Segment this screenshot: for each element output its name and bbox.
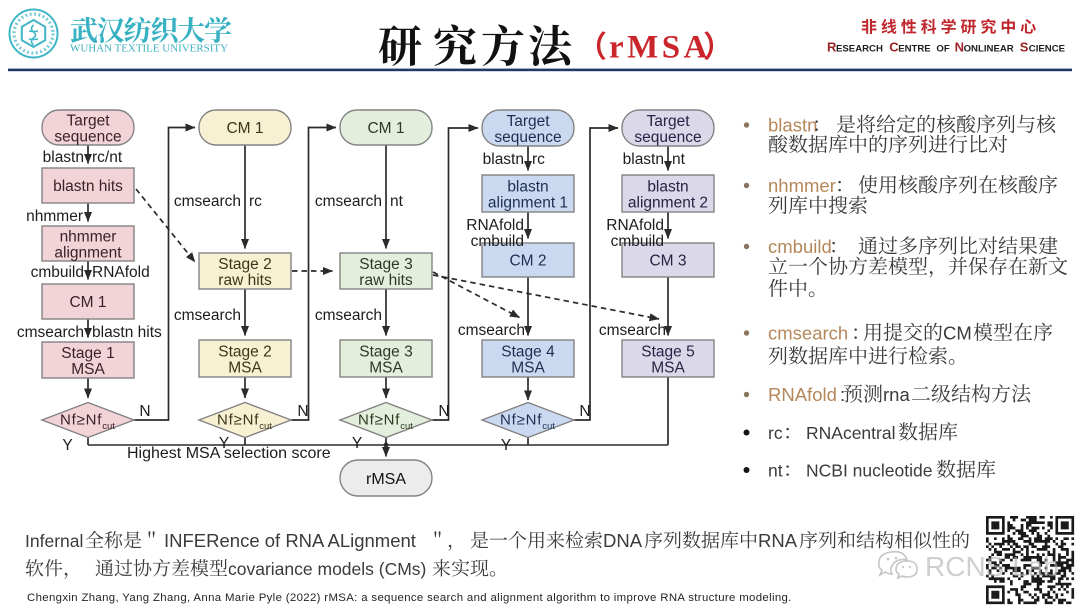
svg-text:Target: Target	[646, 113, 690, 130]
svg-text:Target: Target	[506, 113, 550, 130]
svg-text:RNAfold: RNAfold	[92, 264, 150, 281]
svg-text:sequence: sequence	[494, 129, 561, 146]
svg-text:nt: nt	[390, 193, 404, 210]
svg-text:CM 2: CM 2	[509, 253, 546, 270]
svg-text:blastn: blastn	[623, 151, 664, 168]
svg-text:MSA: MSA	[511, 360, 545, 377]
svg-text:Highest MSA selection score: Highest MSA selection score	[127, 445, 331, 462]
svg-text:N: N	[139, 403, 150, 420]
svg-text:CM 1: CM 1	[367, 120, 404, 137]
svg-text:CM 1: CM 1	[69, 294, 106, 311]
svg-text:raw hits: raw hits	[359, 272, 413, 289]
svg-text:rc: rc	[249, 193, 262, 210]
svg-text:RCNS Lab: RCNS Lab	[925, 551, 1059, 582]
svg-text:NCBI nucleotide: NCBI nucleotide	[806, 461, 932, 481]
svg-text:nhmmer: nhmmer	[768, 175, 836, 196]
svg-text:cmsearch: cmsearch	[599, 322, 666, 339]
svg-text:RNAcentral: RNAcentral	[806, 423, 895, 443]
svg-text:cmsearch: cmsearch	[174, 193, 241, 210]
svg-text:MSA: MSA	[71, 361, 105, 378]
svg-text:MSA: MSA	[651, 360, 685, 377]
svg-text:CM 3: CM 3	[649, 253, 686, 270]
svg-text:ENTRE: ENTRE	[898, 44, 931, 55]
svg-text:Y: Y	[62, 437, 72, 454]
svg-text:cmsearch: cmsearch	[174, 307, 241, 324]
svg-text:raw hits: raw hits	[218, 272, 272, 289]
svg-text:ONLINEAR: ONLINEAR	[964, 44, 1014, 55]
svg-text:RNAfold: RNAfold	[768, 384, 837, 405]
svg-text:MSA: MSA	[228, 360, 262, 377]
svg-text:Nf≥Nfcut: Nf≥Nfcut	[217, 412, 272, 433]
svg-text:nt: nt	[768, 461, 783, 481]
svg-text:ESEARCH: ESEARCH	[836, 44, 883, 55]
svg-text:Stage 2: Stage 2	[218, 344, 271, 361]
svg-text:N: N	[438, 403, 449, 420]
svg-text:rc: rc	[768, 423, 783, 443]
svg-text:Stage 3: Stage 3	[359, 344, 412, 361]
svg-text:Nf≥Nfcut: Nf≥Nfcut	[500, 412, 555, 433]
svg-text:Stage 4: Stage 4	[501, 344, 555, 361]
svg-text:MSA: MSA	[369, 360, 403, 377]
svg-text:blastn: blastn	[43, 149, 84, 166]
svg-text:Y: Y	[352, 435, 362, 452]
svg-text:RNAfold: RNAfold	[466, 217, 524, 234]
svg-text:cmsearch: cmsearch	[768, 323, 848, 344]
svg-text:C: C	[889, 40, 899, 55]
svg-text:Stage 2: Stage 2	[218, 256, 271, 273]
svg-text:covariance models (CMs): covariance models (CMs)	[228, 559, 426, 579]
svg-text:Target: Target	[66, 113, 110, 130]
svg-text:RNA: RNA	[758, 530, 798, 551]
svg-text:nt: nt	[672, 151, 686, 168]
svg-text:N: N	[297, 403, 308, 420]
svg-text:Nf≥Nfcut: Nf≥Nfcut	[358, 412, 413, 433]
svg-text:Stage 1: Stage 1	[61, 345, 114, 362]
svg-text:rMSA: rMSA	[609, 30, 711, 66]
svg-text:Nf≥Nfcut: Nf≥Nfcut	[60, 412, 115, 433]
svg-text::: :	[840, 384, 845, 405]
svg-text:N: N	[955, 40, 964, 55]
svg-text:OF: OF	[936, 44, 949, 55]
svg-text:alignment 2: alignment 2	[628, 195, 708, 212]
svg-text:CIENCE: CIENCE	[1029, 44, 1066, 55]
svg-text:CM 1: CM 1	[226, 120, 263, 137]
svg-text:cmsearch: cmsearch	[17, 324, 84, 341]
svg-text:Chengxin Zhang, Yang Zhang, An: Chengxin Zhang, Yang Zhang, Anna Marie P…	[27, 592, 792, 604]
svg-text:cmbuild: cmbuild	[31, 264, 84, 281]
svg-text:rMSA: rMSA	[366, 471, 406, 488]
svg-text:rna: rna	[883, 384, 910, 405]
svg-text:Y: Y	[219, 435, 229, 452]
svg-text:S: S	[1020, 40, 1029, 55]
svg-text:cmbuild: cmbuild	[471, 233, 524, 250]
svg-text:Y: Y	[501, 437, 511, 454]
svg-text:cmsearch: cmsearch	[315, 307, 382, 324]
svg-text:N: N	[579, 403, 590, 420]
svg-text:cmsearch: cmsearch	[458, 322, 525, 339]
svg-text:blastn: blastn	[483, 151, 524, 168]
svg-text:cmbuild: cmbuild	[611, 233, 664, 250]
svg-text:sequence: sequence	[54, 129, 121, 146]
svg-text:sequence: sequence	[634, 129, 701, 146]
svg-text:cmbuild: cmbuild	[768, 236, 832, 257]
svg-text:Stage 3: Stage 3	[359, 256, 412, 273]
svg-text:blastn: blastn	[768, 115, 817, 136]
svg-text:cmsearch: cmsearch	[315, 193, 382, 210]
svg-text:blastn hits: blastn hits	[53, 178, 123, 195]
svg-text:Infernal: Infernal	[25, 531, 83, 551]
svg-text:blastn: blastn	[507, 179, 548, 196]
svg-text:RNAfold: RNAfold	[606, 217, 664, 234]
svg-text:R: R	[827, 40, 837, 55]
svg-text:nhmmer: nhmmer	[60, 229, 117, 246]
svg-text:alignment: alignment	[54, 245, 122, 262]
svg-text:DNA: DNA	[603, 530, 643, 551]
svg-text:CM: CM	[943, 323, 972, 344]
svg-text:nhmmer: nhmmer	[26, 208, 83, 225]
svg-text:INFERence of RNA ALignment: INFERence of RNA ALignment	[164, 530, 416, 551]
svg-text:blastn hits: blastn hits	[92, 324, 162, 341]
svg-text:Stage 5: Stage 5	[641, 344, 694, 361]
svg-text:rc: rc	[532, 151, 545, 168]
svg-text:blastn: blastn	[647, 179, 688, 196]
svg-text:alignment 1: alignment 1	[488, 195, 568, 212]
svg-text:WUHAN TEXTILE UNIVERSITY: WUHAN TEXTILE UNIVERSITY	[70, 44, 228, 55]
svg-text:rc/nt: rc/nt	[92, 149, 123, 166]
